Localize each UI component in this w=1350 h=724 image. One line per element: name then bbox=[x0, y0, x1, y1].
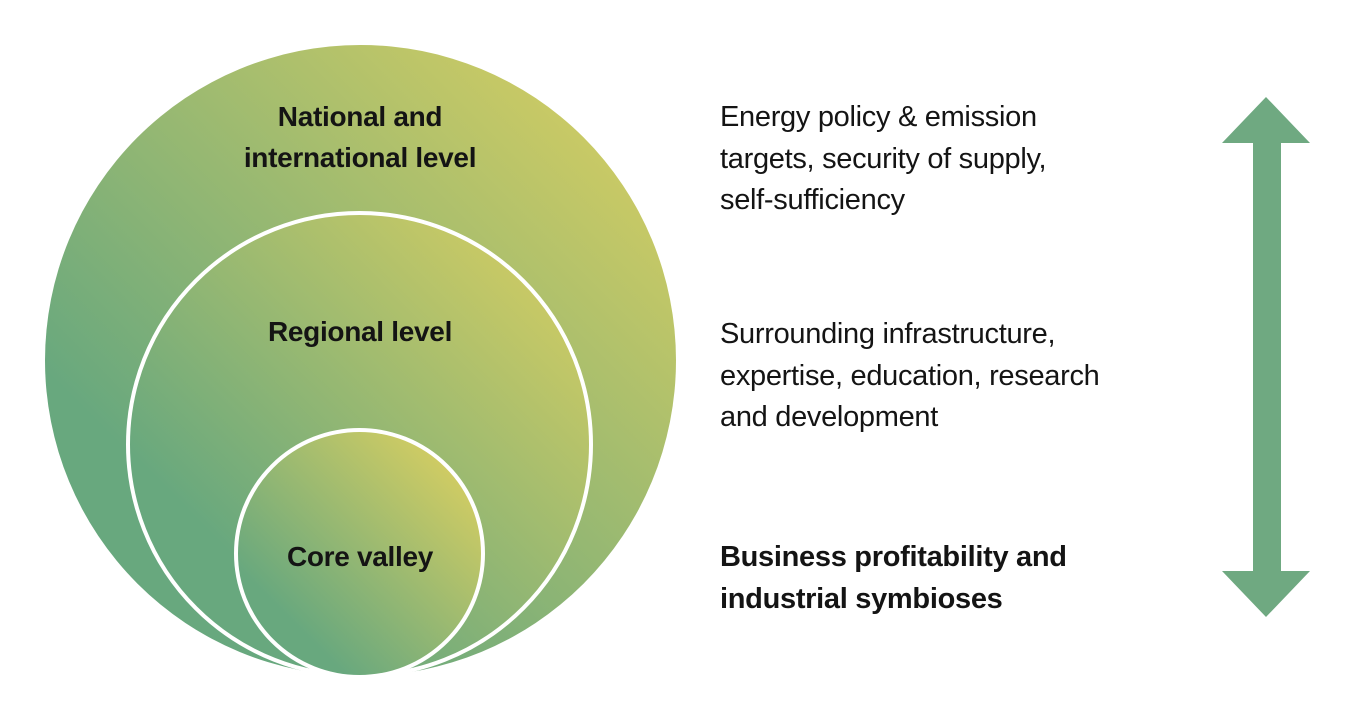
vertical-double-arrow-icon bbox=[1222, 97, 1310, 617]
description-national-level: Energy policy & emission targets, securi… bbox=[720, 97, 1140, 222]
desc-line: targets, security of supply, bbox=[720, 142, 1047, 175]
label-national-level: National and international level bbox=[160, 96, 560, 178]
desc-line: self-sufficiency bbox=[720, 184, 905, 216]
label-regional-level: Regional level bbox=[160, 311, 560, 352]
label-core-valley: Core valley bbox=[160, 536, 560, 577]
desc-line: expertise, education, research bbox=[720, 359, 1100, 392]
circle-core-valley bbox=[234, 428, 485, 679]
desc-line: and development bbox=[720, 401, 938, 433]
desc-line: Energy policy & emission bbox=[720, 101, 1037, 133]
label-line: Core valley bbox=[286, 541, 434, 572]
label-line: international level bbox=[243, 142, 477, 173]
label-line: National and bbox=[277, 101, 443, 132]
label-line: Regional level bbox=[267, 316, 453, 347]
desc-line: Business profitability and bbox=[720, 541, 1067, 573]
description-regional-level: Surrounding infrastructure, expertise, e… bbox=[720, 314, 1140, 439]
desc-line: Surrounding infrastructure, bbox=[720, 318, 1056, 350]
desc-line: industrial symbioses bbox=[720, 582, 1003, 615]
description-core-valley: Business profitability and industrial sy… bbox=[720, 537, 1140, 620]
double-arrow-shape bbox=[1222, 97, 1310, 617]
